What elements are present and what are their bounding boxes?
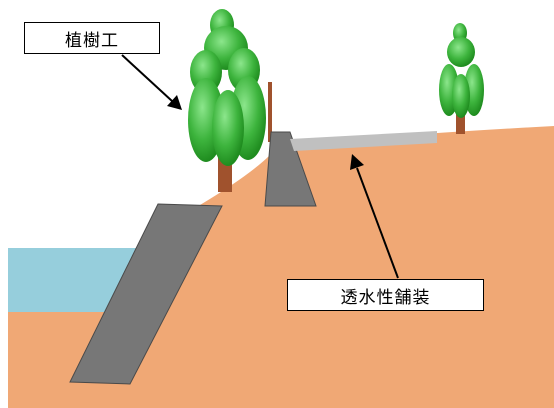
tree-right-foliage [452, 74, 470, 118]
label-planting-work: 植樹工 [24, 22, 160, 54]
tree-right-foliage [447, 37, 475, 67]
pole [268, 82, 272, 142]
tree-left [188, 9, 266, 192]
arrow-paving [350, 154, 399, 279]
parapet-wall [264, 131, 317, 207]
permeable-paving [290, 131, 437, 151]
slope-revetment [69, 203, 223, 385]
tree-left-foliage [212, 90, 244, 166]
arrow-planting [121, 54, 182, 110]
tree-right [439, 23, 484, 134]
label-permeable-paving: 透水性舗装 [287, 279, 484, 311]
